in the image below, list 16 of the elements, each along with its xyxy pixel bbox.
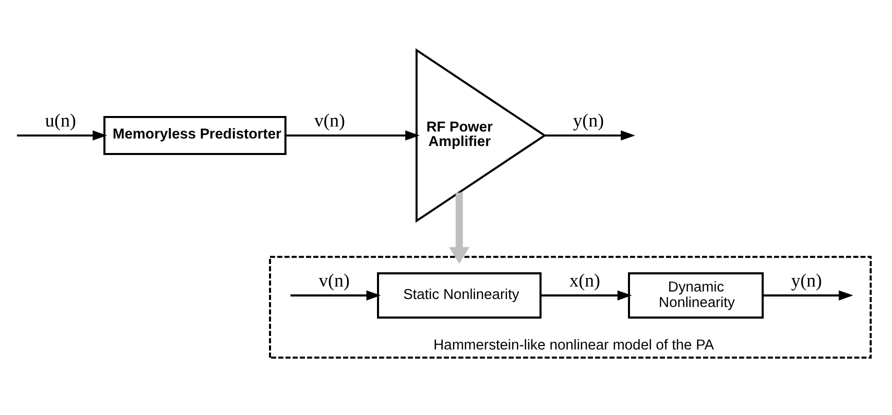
edge-label: u(n) <box>45 111 76 132</box>
node-box: Static Nonlinearity <box>376 272 542 318</box>
node-box: Dynamic Nonlinearity <box>628 272 764 318</box>
arrow <box>16 130 108 140</box>
arrow <box>290 290 381 300</box>
edge-label: x(n) <box>569 271 600 292</box>
edge-label: v(n) <box>314 111 346 132</box>
arrow <box>763 290 854 300</box>
node-box: Memoryless Predistorter <box>103 115 286 155</box>
edge-label: v(n) <box>318 271 350 292</box>
arrow <box>286 130 420 140</box>
arrow <box>544 130 636 140</box>
edge-label: y(n) <box>791 271 822 292</box>
arrow <box>449 192 470 264</box>
edge-label: y(n) <box>573 111 604 132</box>
arrow <box>540 290 632 300</box>
